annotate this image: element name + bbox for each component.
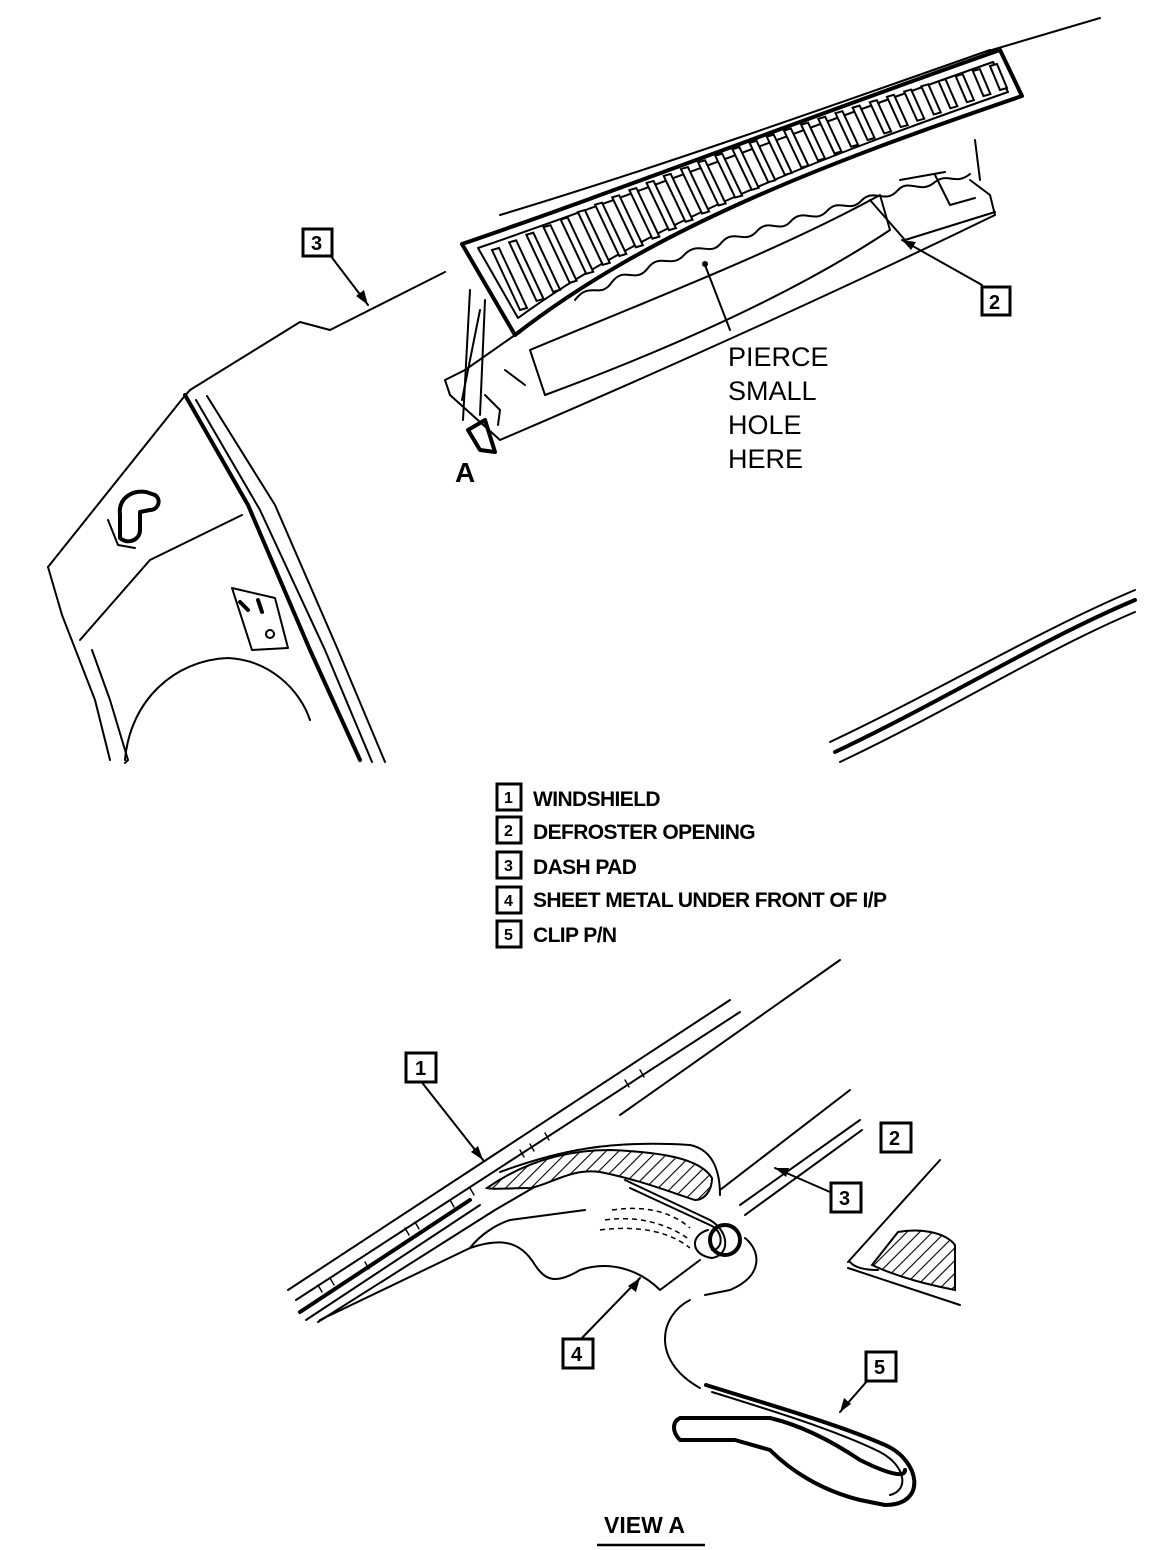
svg-text:1: 1	[504, 790, 513, 807]
grille-slat	[748, 139, 777, 184]
legend-item-windshield: 1 WINDSHIELD	[495, 782, 661, 812]
grille-slat	[645, 179, 678, 232]
svg-text:SHEET METAL UNDER FRONT OF I/P: SHEET METAL UNDER FRONT OF I/P	[533, 889, 887, 912]
grille-slat	[507, 239, 545, 303]
svg-text:DASH PAD: DASH PAD	[533, 856, 637, 879]
legend: 1 WINDSHIELD 2 DEFROSTER OPENING 3 DASH …	[495, 782, 888, 949]
legend-item-clip: 5 CLIP P/N	[495, 919, 617, 949]
svg-text:2: 2	[989, 292, 1000, 314]
svg-text:SMALL: SMALL	[728, 376, 817, 406]
grille-slat	[765, 133, 794, 176]
grille-slat	[971, 67, 992, 98]
grille-slat	[542, 223, 579, 284]
svg-text:3: 3	[504, 858, 513, 875]
grille-slat	[885, 93, 910, 129]
grille-slat	[662, 172, 694, 223]
grille-slat	[782, 127, 810, 169]
callout-sheet-metal-view: 4	[561, 1277, 641, 1370]
svg-text:DEFROSTER OPENING: DEFROSTER OPENING	[533, 821, 755, 844]
callout-dash-pad-view: 3	[774, 1167, 863, 1214]
legend-item-dash-pad: 3 DASH PAD	[495, 850, 637, 880]
grille-slat	[919, 83, 943, 116]
grille-slats	[490, 62, 1009, 312]
svg-text:CLIP P/N: CLIP P/N	[533, 924, 617, 947]
grille-slat	[679, 165, 711, 215]
view-a-title: VIEW A	[597, 1512, 705, 1547]
callout-defroster-opening-view: 2	[879, 1121, 913, 1154]
grille-slat	[576, 208, 612, 267]
grille-slat	[731, 145, 761, 192]
grille-slat	[524, 231, 562, 294]
callout-defroster-opening-top: 2	[901, 239, 1012, 317]
svg-text:4: 4	[504, 893, 513, 910]
svg-text:WINDSHIELD: WINDSHIELD	[533, 788, 660, 811]
grille-slat	[559, 216, 595, 275]
grille-slat	[988, 62, 1009, 92]
grille-slat	[696, 159, 728, 207]
svg-text:PIERCE: PIERCE	[728, 342, 829, 372]
grille-slat	[627, 186, 661, 240]
svg-text:HERE: HERE	[728, 444, 803, 474]
grille-slat	[834, 109, 860, 148]
grille-slat	[593, 201, 628, 258]
svg-text:1: 1	[415, 1058, 426, 1080]
grille-slat	[799, 121, 827, 162]
grille-slat	[868, 98, 893, 135]
svg-text:2: 2	[504, 823, 513, 840]
grille-slat	[954, 72, 976, 104]
pierce-note: PIERCE SMALL HOLE HERE	[728, 342, 829, 474]
legend-item-sheet-metal: 4 SHEET METAL UNDER FRONT OF I/P	[495, 885, 888, 915]
defroster-grille	[444, 48, 1024, 454]
grille-slat	[490, 246, 529, 312]
callout-clip-view: 5	[839, 1350, 898, 1413]
grille-slat	[937, 78, 959, 110]
grille-slat	[851, 104, 876, 142]
svg-text:5: 5	[874, 1357, 885, 1379]
view-a-detail-drawing	[287, 959, 961, 1507]
svg-text:4: 4	[571, 1344, 583, 1366]
svg-text:HOLE: HOLE	[728, 410, 802, 440]
grille-slat	[902, 88, 926, 122]
grille-slat	[610, 194, 645, 249]
dash-pad-drawing: A	[47, 17, 1137, 764]
svg-text:5: 5	[504, 927, 513, 944]
svg-text:3: 3	[839, 1188, 850, 1210]
marker-a: A	[455, 457, 475, 488]
legend-item-defroster-opening: 2 DEFROSTER OPENING	[495, 815, 756, 845]
svg-text:2: 2	[889, 1128, 900, 1150]
callout-windshield-view: 1	[404, 1051, 484, 1161]
grille-slat	[713, 152, 744, 199]
grille-slat	[816, 115, 843, 155]
callout-dash-pad-top: 3	[301, 227, 369, 306]
svg-text:VIEW A: VIEW A	[604, 1512, 685, 1538]
svg-text:3: 3	[311, 233, 322, 255]
